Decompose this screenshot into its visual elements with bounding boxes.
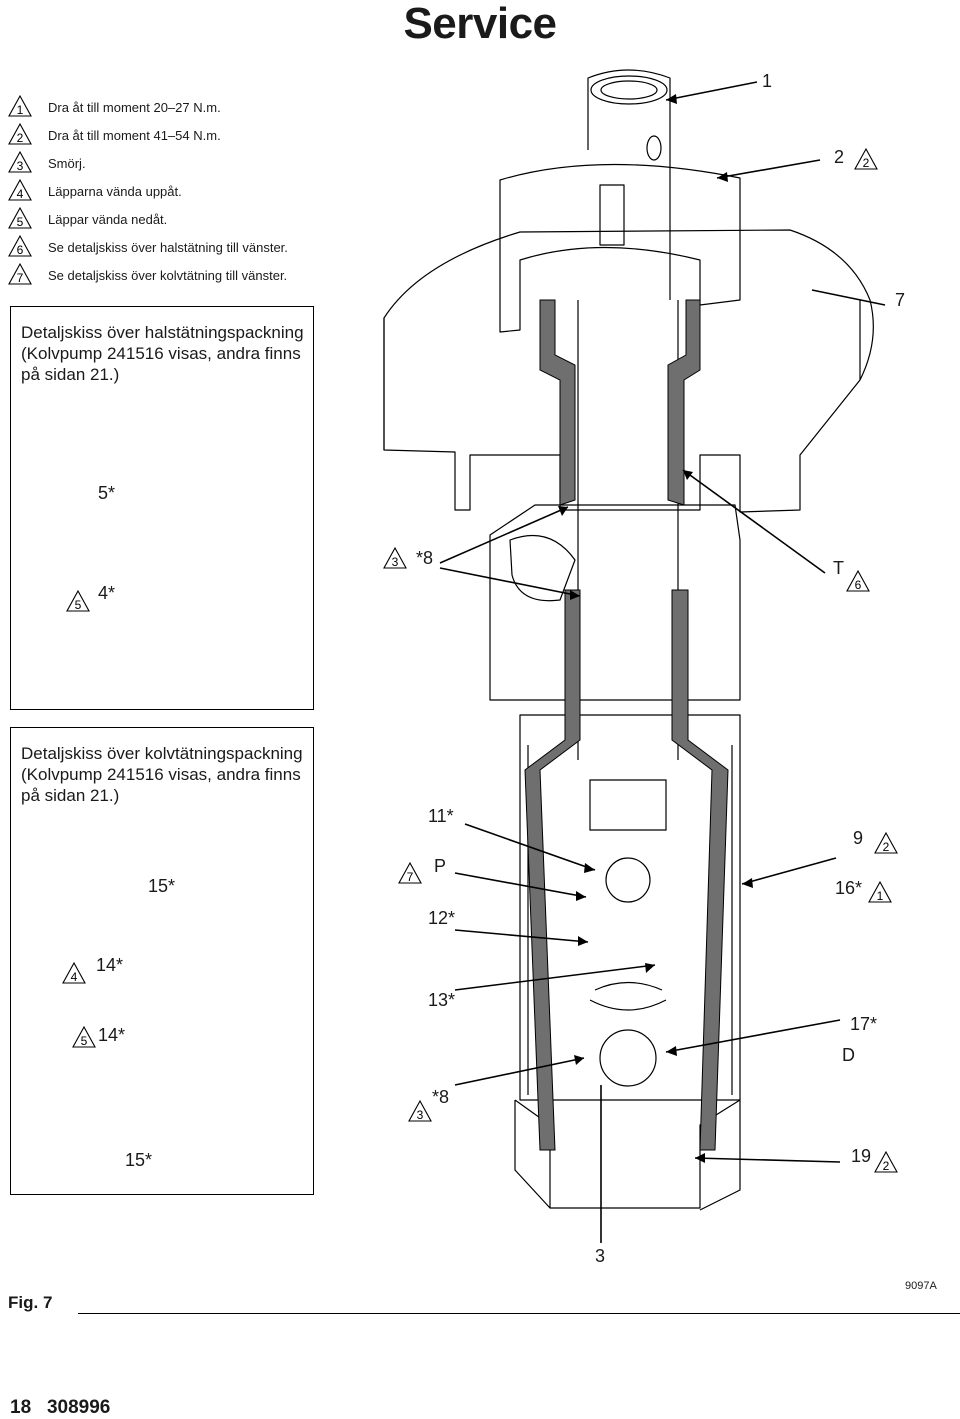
legend-text: Dra åt till moment 20–27 N.m.: [48, 100, 221, 115]
callout-2: 2: [834, 147, 845, 167]
callout-13-star: 13*: [428, 990, 456, 1010]
legend-num: 3: [17, 159, 24, 173]
marker-num: 3: [392, 555, 399, 569]
triangle-marker-icon: 4: [62, 962, 86, 984]
marker-num: 6: [855, 578, 862, 592]
callout-4-star: 4*: [98, 583, 116, 603]
triangle-marker-icon: 6: [846, 570, 870, 592]
callout-19: 19: [851, 1146, 872, 1166]
callout-P: P: [434, 856, 447, 876]
legend-num: 6: [17, 243, 24, 257]
page-footer: 18 308996: [10, 1397, 111, 1418]
detail-caption: Detaljskiss över kolvtätningspackning (K…: [21, 743, 303, 806]
callout-5-star: 5*: [98, 483, 116, 503]
marker-num: 7: [407, 870, 414, 884]
marker-num: 2: [883, 1159, 890, 1173]
legend-text: Se detaljskiss över kolvtätning till vän…: [48, 268, 288, 283]
marker-num: 4: [71, 970, 78, 984]
legend-text: Läppar vända nedåt.: [48, 212, 168, 227]
caption-line: Detaljskiss över halstätningspackning: [21, 323, 304, 342]
triangle-marker-icon: 3: [383, 547, 407, 569]
caption-line: (Kolvpump 241516 visas, andra finns: [21, 765, 301, 784]
caption-line: (Kolvpump 241516 visas, andra finns: [21, 344, 301, 363]
caption-line: på sidan 21.): [21, 365, 120, 384]
triangle-marker-icon: 4: [8, 179, 32, 201]
triangle-marker-icon: 5: [8, 207, 32, 229]
callout-7: 7: [895, 290, 906, 310]
page-title: Service: [403, 0, 557, 48]
triangle-marker-icon: 2: [874, 1151, 898, 1173]
marker-num: 2: [863, 156, 870, 170]
legend-num: 4: [17, 187, 24, 201]
callout-9: 9: [853, 828, 864, 848]
callout-15-star: 15*: [148, 876, 176, 896]
caption-line: på sidan 21.): [21, 786, 120, 805]
detail-caption: Detaljskiss över halstätningspackning (K…: [21, 322, 304, 385]
callout-15-star: 15*: [125, 1150, 153, 1170]
legend-num: 1: [17, 103, 24, 117]
callout-D: D: [842, 1045, 855, 1065]
triangle-marker-icon: 3: [8, 151, 32, 173]
figure-rule: [78, 1313, 960, 1314]
piston-packing-detail-box: Detaljskiss över kolvtätningspackning (K…: [10, 727, 314, 1195]
legend-text: Läpparna vända uppåt.: [48, 184, 182, 199]
callout-8-star: *8: [432, 1087, 450, 1107]
triangle-marker-icon: 7: [398, 862, 422, 884]
figure-label: Fig. 7: [8, 1293, 53, 1312]
triangle-marker-icon: 2: [874, 832, 898, 854]
drawing-code: 9097A: [905, 1280, 937, 1292]
triangle-marker-icon: 2: [8, 123, 32, 145]
triangle-marker-icon: 5: [72, 1026, 96, 1048]
callout-12-star: 12*: [428, 908, 456, 928]
callout-1: 1: [762, 71, 773, 91]
legend-text: Se detaljskiss över halstätning till vän…: [48, 240, 288, 255]
legend-num: 7: [17, 271, 24, 285]
throat-packing-detail-box: Detaljskiss över halstätningspackning (K…: [10, 306, 314, 710]
callout-14-star: 14*: [98, 1025, 126, 1045]
callout-3: 3: [595, 1246, 606, 1266]
legend-text: Smörj.: [48, 156, 86, 171]
triangle-marker-icon: 5: [66, 590, 90, 612]
marker-num: 2: [883, 840, 890, 854]
marker-num: 3: [417, 1108, 424, 1122]
callout-17-star: 17*: [850, 1014, 878, 1034]
callout-T: T: [833, 558, 844, 578]
triangle-marker-icon: 1: [868, 881, 892, 903]
marker-num: 5: [75, 598, 82, 612]
legend-text: Dra åt till moment 41–54 N.m.: [48, 128, 221, 143]
triangle-marker-icon: 1: [8, 95, 32, 117]
callout-8-star: *8: [416, 548, 434, 568]
triangle-marker-icon: 7: [8, 263, 32, 285]
legend-num: 2: [17, 131, 24, 145]
caption-line: Detaljskiss över kolvtätningspackning: [21, 744, 303, 763]
callout-16-star: 16*: [835, 878, 863, 898]
legend-num: 5: [17, 215, 24, 229]
marker-num: 1: [877, 889, 884, 903]
callout-11-star: 11*: [428, 806, 454, 826]
marker-num: 5: [81, 1034, 88, 1048]
triangle-marker-icon: 2: [854, 148, 878, 170]
triangle-marker-icon: 3: [408, 1100, 432, 1122]
callout-14-star: 14*: [96, 955, 124, 975]
triangle-marker-icon: 6: [8, 235, 32, 257]
